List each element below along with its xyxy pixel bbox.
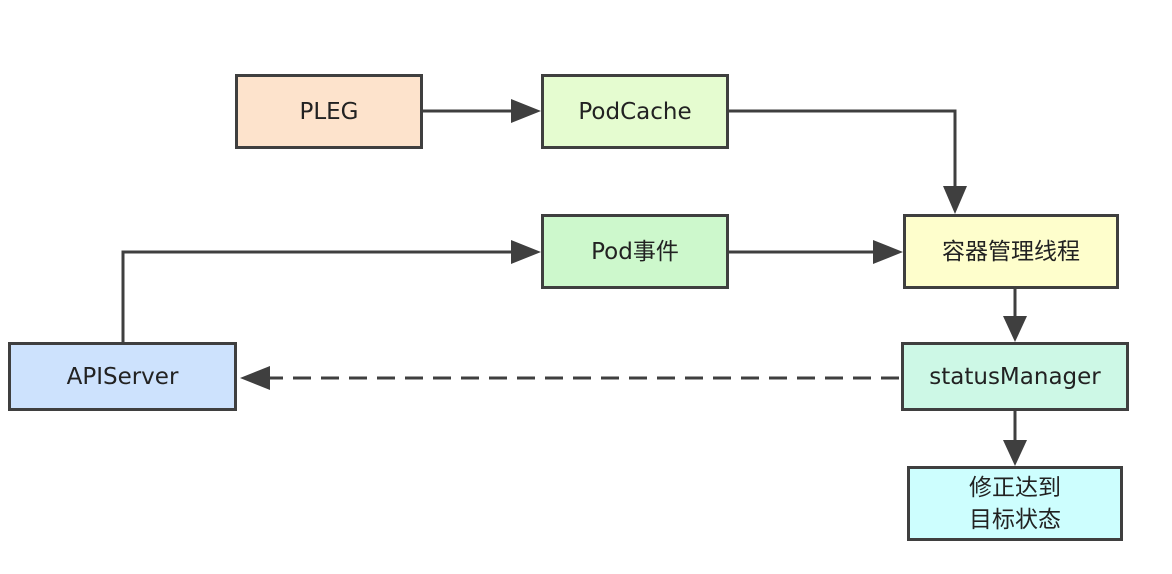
node-status-manager: statusManager	[901, 342, 1129, 411]
node-apiserver-label: APIServer	[66, 363, 179, 390]
node-pleg: PLEG	[235, 74, 423, 149]
edge-pleg-podcache	[423, 99, 541, 123]
edge-status-fix	[1003, 411, 1027, 466]
node-reach-target-state: 修正达到 目标状态	[907, 466, 1123, 541]
edge-container-status	[1003, 289, 1027, 342]
edge-podevent-container	[729, 240, 903, 264]
node-podcache-label: PodCache	[578, 98, 692, 125]
node-status-manager-label: statusManager	[929, 363, 1101, 390]
node-podcache: PodCache	[541, 74, 729, 149]
node-apiserver: APIServer	[8, 342, 237, 411]
edge-apiserver-podevent	[121, 240, 541, 342]
node-pod-event: Pod事件	[541, 214, 729, 289]
edge-status-apiserver	[240, 366, 899, 390]
node-reach-target-state-line2: 目标状态	[969, 506, 1061, 533]
node-pod-event-label: Pod事件	[591, 238, 679, 265]
edge-podcache-container	[729, 109, 967, 214]
node-reach-target-state-text: 修正达到 目标状态	[969, 472, 1061, 536]
node-pleg-label: PLEG	[299, 98, 359, 125]
node-container-manager-thread: 容器管理线程	[903, 214, 1119, 289]
node-reach-target-state-line1: 修正达到	[969, 474, 1061, 501]
node-container-manager-thread-label: 容器管理线程	[942, 238, 1080, 265]
